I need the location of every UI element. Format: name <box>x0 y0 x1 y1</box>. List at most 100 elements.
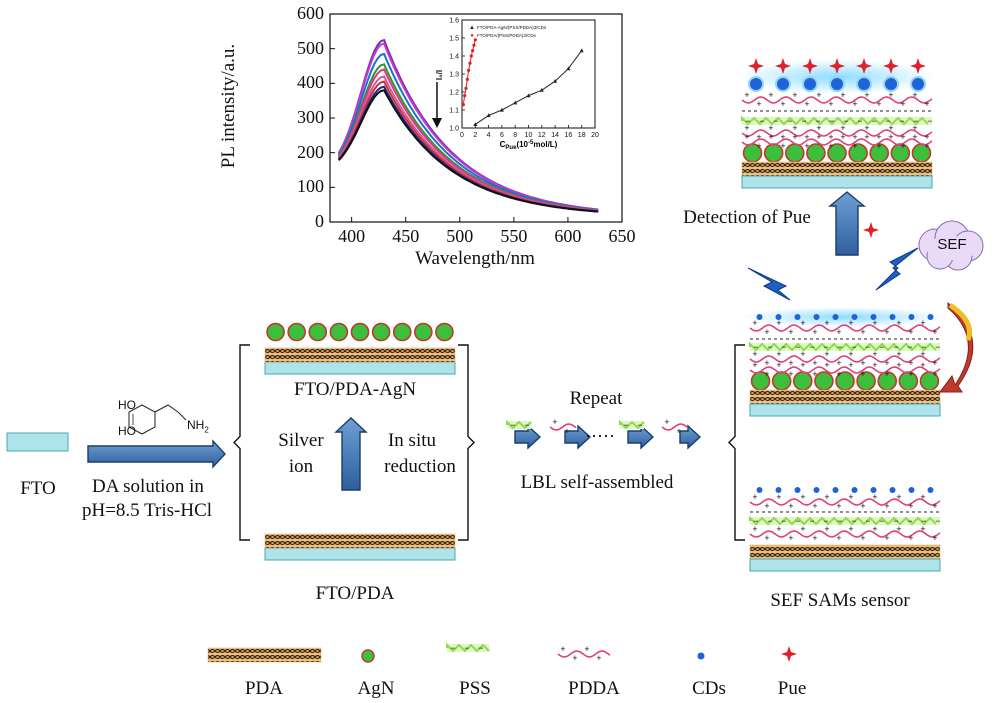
pdda-charge: + <box>872 318 877 328</box>
pss-charge: − <box>450 643 455 653</box>
pda-bottom-layer-sensor <box>749 544 941 560</box>
pdda-charge: + <box>884 369 889 379</box>
pss-top-1: −−−−−−−−−−−−−− <box>741 115 933 126</box>
pdda-charge: + <box>780 132 785 142</box>
pdda-charge: + <box>836 501 841 511</box>
inset-ytick-label: 1.2 <box>449 90 459 97</box>
inset-data-point <box>463 94 467 98</box>
pdda-charge: + <box>896 360 901 370</box>
chart-xlabel: Wavelength/nm <box>415 248 535 269</box>
cloud-core <box>926 236 978 260</box>
fto-pda-label: FTO/PDA <box>315 583 395 604</box>
bracket-left <box>233 344 250 541</box>
pdda-charge: + <box>812 358 817 368</box>
pdda-chain <box>749 366 941 374</box>
pss-charge: − <box>781 516 786 526</box>
chart-series-line <box>337 89 599 213</box>
pss-charge: − <box>787 116 792 126</box>
inset-data-point <box>471 49 475 53</box>
pss-charge: − <box>851 342 856 352</box>
inset-xtick-label: 10 <box>525 132 533 139</box>
ion-label: ion <box>288 456 314 477</box>
pss-bottom-1: −−−−−−−−−−−−−− <box>749 515 941 526</box>
da-solution-label: DA solution in <box>92 476 204 497</box>
pdda-charge: + <box>836 533 841 543</box>
chart-xtick-label: 450 <box>392 226 420 246</box>
pss-charge: − <box>767 516 772 526</box>
pss-charge: − <box>927 116 932 126</box>
pdda-charge: + <box>824 318 829 328</box>
inset-data-point <box>579 48 584 53</box>
inset-data-point <box>486 113 491 117</box>
pdda-charge: + <box>860 327 865 337</box>
cd-dot <box>756 487 763 493</box>
pdda-charge: + <box>816 123 821 133</box>
pdda-charge: + <box>788 369 793 379</box>
pss-band <box>507 421 531 429</box>
pue-molecule <box>883 58 899 74</box>
pdda-charge: + <box>876 132 881 142</box>
pdda-charge: + <box>908 369 913 379</box>
pda-mesh <box>207 647 322 663</box>
inset-data-point <box>467 68 471 72</box>
pdda-charge: + <box>900 132 905 142</box>
pdda-charge: + <box>840 132 845 142</box>
pdda-charge: + <box>768 90 773 100</box>
pdda-charge: + <box>800 492 805 502</box>
pss-chain <box>506 419 532 430</box>
sensor-label: SEF SAMs sensor <box>770 590 910 611</box>
pdda-charge: + <box>812 369 817 379</box>
pss-charge: − <box>809 516 814 526</box>
agn-particle <box>784 143 805 163</box>
pss-charge: − <box>524 420 529 430</box>
decrease-arrow-head <box>432 118 442 128</box>
pdda-charge: + <box>932 533 937 543</box>
pdda-chain <box>549 423 577 431</box>
pdda-charge: + <box>932 358 937 368</box>
chart-xtick-label: 550 <box>500 226 528 246</box>
pdda-charge: + <box>552 417 557 427</box>
pdda-charge: + <box>876 141 881 151</box>
cd-dot <box>851 487 858 493</box>
pdda-chain <box>741 138 933 146</box>
cd-cluster <box>883 76 899 92</box>
pdda-charge: + <box>920 524 925 534</box>
pss-charge: − <box>823 516 828 526</box>
pss-chain <box>741 115 929 126</box>
repeat-ellipsis: ····· <box>585 426 615 446</box>
pdda-charge: + <box>932 501 937 511</box>
inset-data-point <box>539 88 544 92</box>
pda-top-layer <box>741 161 933 177</box>
pdda-charge: + <box>912 132 917 142</box>
pda-mesh <box>264 347 456 363</box>
cd-cluster <box>910 76 926 92</box>
pdda-charge: + <box>920 360 925 370</box>
inset-xtick-label: 4 <box>487 132 491 139</box>
inset-ylabel: I₀/I <box>435 70 444 80</box>
pdda-mid-1: ++++++++++++++++ <box>749 318 941 337</box>
legend-cds-swatch <box>697 652 705 660</box>
cd-dot <box>794 314 801 320</box>
pdda-charge: + <box>836 369 841 379</box>
chart-ytick-label: 500 <box>297 37 324 58</box>
pdda-charge: + <box>852 132 857 142</box>
repeat-arrow-2 <box>564 424 592 450</box>
pdda-charge: + <box>828 132 833 142</box>
pdda-charge: + <box>860 369 865 379</box>
cd-dot <box>870 487 877 493</box>
chart-ytick-label: 300 <box>297 107 324 127</box>
pdda-charge: + <box>848 492 853 502</box>
pdda-chain <box>749 530 941 538</box>
pdda-charge: + <box>920 492 925 502</box>
pdda-charge: + <box>804 132 809 142</box>
pss-charge: − <box>865 342 870 352</box>
cd-dot <box>851 314 858 320</box>
pdda-charge: + <box>564 426 569 436</box>
fto-bottom-substrate <box>749 558 941 572</box>
pss-band <box>750 343 940 351</box>
chart-ytick-label: 400 <box>297 72 324 93</box>
inset-ytick-label: 1.5 <box>449 36 459 43</box>
silver-label: Silver <box>278 430 324 451</box>
agn-particle <box>414 322 433 342</box>
